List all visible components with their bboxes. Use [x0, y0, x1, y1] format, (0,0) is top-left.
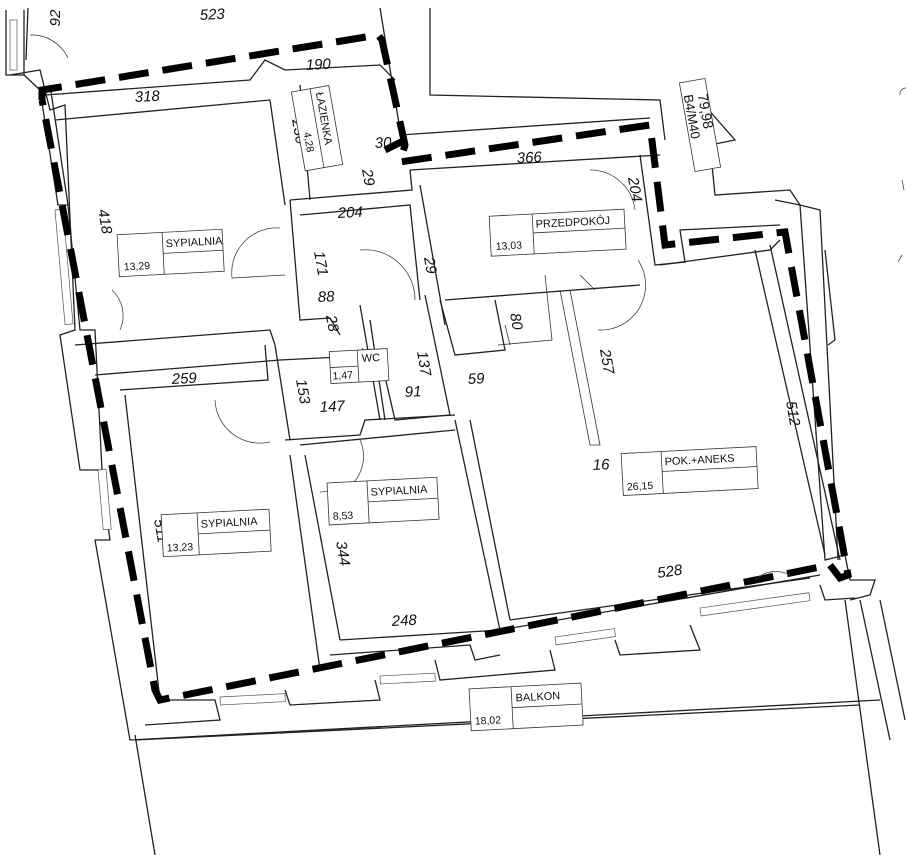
room-name: PRZEDPOKÓJ — [535, 214, 610, 231]
dim-523: 523 — [199, 6, 226, 24]
room-label-lazienka: ŁAZIENKA 4,28 — [290, 85, 344, 172]
dim-88: 88 — [317, 288, 335, 306]
dim-366: 366 — [516, 149, 543, 167]
dimensions: 92 523 190 318 230 30 366 204 29 204 418… — [47, 6, 803, 630]
dim-29-top: 29 — [358, 167, 378, 188]
dim-204: 204 — [336, 204, 363, 222]
room-name: SYPIALNIA — [370, 484, 428, 499]
dim-30: 30 — [374, 134, 392, 152]
room-name: BALKON — [515, 690, 560, 704]
dim-259: 259 — [170, 370, 198, 388]
room-label-balkon: BALKON 18,02 — [468, 682, 584, 732]
room-label-wc: WC 1,47 — [328, 348, 390, 384]
room-label-przedpokoj: PRZEDPOKÓJ 13,03 — [488, 208, 627, 257]
dim-16: 16 — [592, 456, 610, 474]
walls — [5, 7, 906, 856]
dim-59: 59 — [467, 370, 485, 388]
margin-mark — [897, 254, 903, 263]
room-area: 26,15 — [627, 480, 654, 493]
envelope-line — [38, 31, 852, 704]
doors — [29, 34, 791, 581]
dim-512: 512 — [782, 400, 803, 428]
room-area: 13,03 — [495, 240, 522, 253]
dim-28: 28 — [322, 313, 342, 334]
plan-code-area: 79,98 — [695, 93, 717, 130]
room-name: SYPIALNIA — [165, 235, 223, 250]
room-area: 13,29 — [124, 260, 151, 273]
dim-528: 528 — [656, 562, 684, 582]
dim-248: 248 — [390, 612, 418, 630]
dim-29: 29 — [420, 255, 440, 276]
room-name: SYPIALNIA — [200, 516, 258, 531]
dim-91: 91 — [404, 383, 422, 401]
envelope-step — [383, 136, 407, 154]
dim-418: 418 — [94, 208, 115, 236]
room-name: WC — [361, 352, 380, 365]
room-area: 18,02 — [474, 714, 501, 727]
dim-190: 190 — [305, 56, 332, 74]
margin-mark — [899, 87, 907, 96]
dim-257: 257 — [596, 347, 617, 376]
room-name: POK.+ANEKS — [664, 453, 735, 469]
dim-318: 318 — [134, 88, 161, 106]
room-label-sypialnia-1: SYPIALNIA 13,29 — [116, 228, 225, 278]
room-label-sypialnia-2: SYPIALNIA 13,23 — [160, 508, 272, 558]
dim-80: 80 — [506, 312, 526, 332]
dim-147: 147 — [319, 398, 346, 416]
room-area: 13,23 — [167, 541, 194, 554]
room-area: 1,47 — [332, 369, 353, 382]
dim-171: 171 — [310, 250, 331, 278]
dim-204-right: 204 — [624, 175, 645, 204]
plan-code-tag: 79,98 B4/M40 — [678, 77, 722, 173]
room-label-sypialnia-3: SYPIALNIA 8,53 — [326, 476, 440, 526]
room-area: 8,53 — [332, 510, 353, 523]
dim-92: 92 — [47, 9, 64, 26]
margin-mark — [901, 179, 905, 191]
dim-344: 344 — [332, 540, 353, 568]
windows — [9, 19, 811, 706]
dim-137: 137 — [413, 350, 434, 378]
room-label-pok-aneks: POK.+ANEKS 26,15 — [620, 446, 759, 496]
dim-153-left: 153 — [292, 378, 313, 406]
room-area: 4,28 — [301, 131, 316, 153]
